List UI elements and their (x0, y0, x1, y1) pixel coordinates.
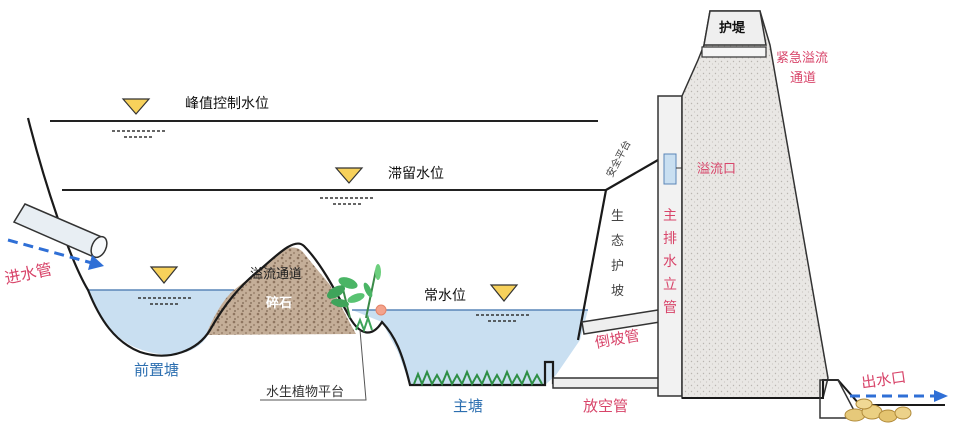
inlet-pipe (12, 203, 108, 259)
eco-slope-char-4: 坡 (611, 284, 624, 299)
outlet-stones (844, 398, 912, 423)
main-riser-label: 主 排 水 立 管 (663, 208, 681, 316)
ground-profile (26, 117, 560, 387)
main-pond-water (352, 310, 588, 385)
main-riser-char-2: 排 (663, 231, 677, 247)
forebay-level-marker-icon (149, 266, 179, 284)
aquatic-plants (326, 264, 387, 333)
forebay-label: 前置塘 (134, 361, 179, 379)
overflow-channel-label: 溢流通道 (250, 267, 302, 282)
detention-level: 滞留水位 (62, 166, 606, 205)
flower-icon (375, 304, 387, 316)
detention-level-marker-icon (334, 167, 364, 184)
eco-slope-label: 生 态 护 坡 (611, 209, 628, 299)
pond-grass (413, 369, 543, 387)
normal-level-label: 常水位 (424, 288, 466, 304)
platform-leader-line (260, 329, 367, 401)
emergency-spillway-channel (701, 46, 767, 58)
gravel-label: 碎石 (266, 295, 292, 311)
drain-pipe (552, 377, 660, 389)
peak-level: 峰值控制水位 (50, 96, 598, 138)
main-riser-char-4: 立 (663, 277, 677, 293)
normal-level-marker-icon (489, 284, 519, 302)
eco-slope-char-3: 护 (611, 259, 624, 274)
emergency-spillway-label: 紧急溢流 通道 (776, 51, 832, 86)
peak-level-marker-icon (121, 98, 151, 115)
aquatic-platform-label: 水生植物平台 (266, 385, 344, 400)
inflow-arrow (7, 238, 93, 265)
forebay-water (88, 290, 234, 355)
main-riser-char-5: 管 (663, 300, 677, 316)
dike-body (681, 10, 829, 399)
gravel-fill (206, 247, 356, 335)
emergency-spillway-line-1: 紧急溢流 (776, 51, 828, 66)
main-riser-char-3: 水 (663, 254, 677, 270)
overflow-outlet-icon (663, 153, 677, 185)
inflow-arrow-head-icon (88, 255, 104, 270)
main-riser-char-1: 主 (663, 208, 677, 224)
dike-label: 护堤 (719, 20, 746, 36)
overflow-outlet-label: 溢流口 (697, 162, 736, 177)
eco-slope-char-2: 态 (611, 234, 624, 249)
peak-level-label: 峰值控制水位 (185, 96, 269, 112)
drain-pipe-label: 放空管 (583, 397, 628, 415)
outlet-label: 出水口 (860, 368, 907, 392)
detention-level-label: 滞留水位 (388, 166, 444, 182)
main-riser (657, 95, 683, 397)
outflow-arrow-head-icon (934, 390, 948, 402)
dike-crest (703, 10, 767, 46)
eco-slope-char-1: 生 (611, 209, 624, 224)
inlet-pipe-label: 进水管 (3, 259, 54, 288)
eco-slope-line (576, 159, 659, 341)
safety-platform-label: 安全平台 (603, 138, 633, 179)
main-pond-label: 主塘 (453, 397, 483, 415)
emergency-spillway-line-2: 通道 (790, 71, 816, 86)
